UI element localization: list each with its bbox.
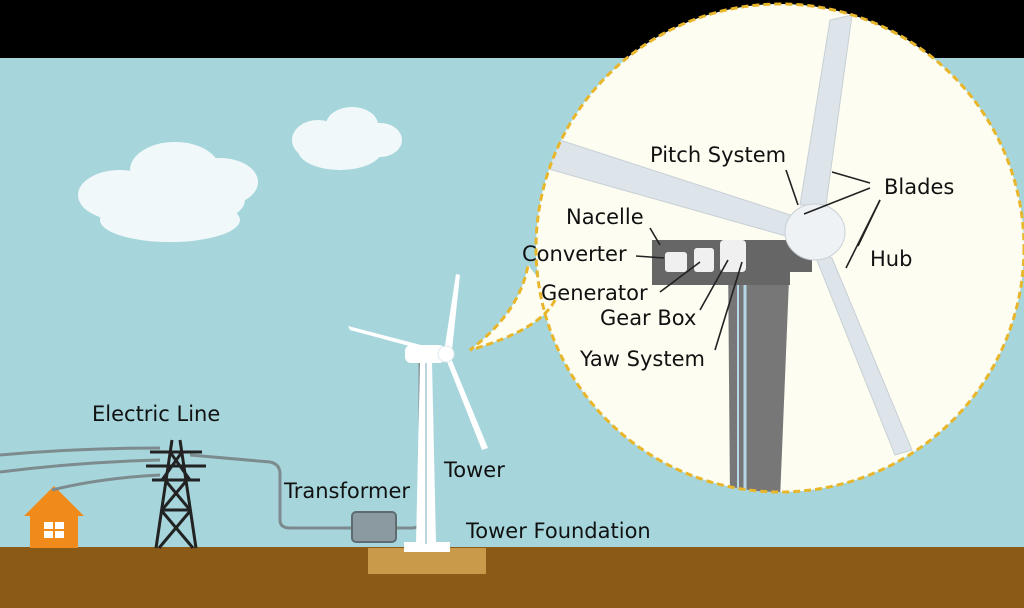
cloud-icon: [292, 107, 402, 170]
zoom-callout: [469, 2, 1024, 494]
wind-turbine-icon: [348, 274, 488, 544]
label-electric-line: Electric Line: [92, 402, 220, 426]
house-icon: [24, 486, 84, 548]
zoomed-hub: [784, 203, 846, 261]
label-blades: Blades: [884, 175, 954, 199]
label-generator: Generator: [541, 281, 648, 305]
tower-foundation-base: [404, 542, 450, 552]
cloud-icon: [78, 142, 258, 242]
label-leader-lines: [635, 169, 881, 351]
label-tower: Tower: [443, 458, 505, 482]
label-nacelle: Nacelle: [566, 205, 644, 229]
label-tower-foundation: Tower Foundation: [465, 519, 651, 543]
label-yaw-system: Yaw System: [579, 347, 705, 371]
tower-foundation-pad: [368, 548, 486, 574]
label-hub: Hub: [870, 247, 912, 271]
label-gear-box: Gear Box: [600, 306, 696, 330]
label-pitch-system: Pitch System: [650, 143, 786, 167]
ground: [0, 547, 1024, 608]
label-converter: Converter: [522, 242, 627, 266]
transformer-box-icon: [351, 511, 397, 543]
label-transformer: Transformer: [283, 479, 410, 503]
transmission-tower-icon: [146, 439, 206, 549]
